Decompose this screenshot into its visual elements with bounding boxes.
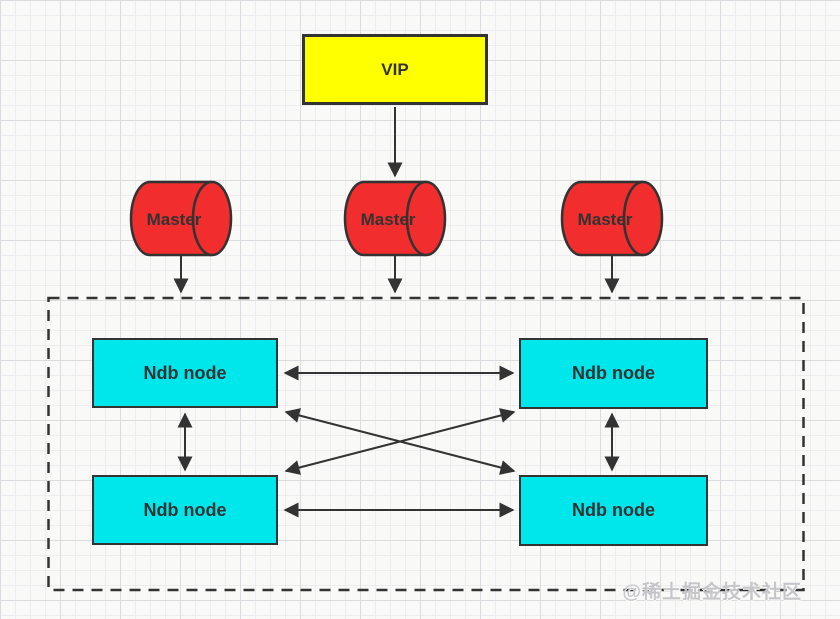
master-cylinder-left: Master — [129, 180, 233, 257]
ndb-node-top-left: Ndb node — [92, 338, 278, 408]
ndb-cluster-boundary — [47, 296, 805, 592]
ndb-node-bottom-left: Ndb node — [92, 475, 278, 545]
master-middle-label: Master — [361, 210, 416, 229]
vip-label: VIP — [381, 59, 409, 79]
watermark-text: @稀土掘金技术社区 — [622, 582, 802, 603]
master-right-label: Master — [578, 210, 633, 229]
master-left-label: Master — [147, 210, 202, 229]
ndb-node-label: Ndb node — [143, 499, 227, 520]
ndb-node-label: Ndb node — [143, 362, 227, 383]
master-cylinder-right: Master — [560, 180, 664, 257]
arrow-diagonal-bl-tr — [284, 408, 516, 475]
vip-box: VIP — [302, 34, 488, 105]
master-cylinder-middle: Master — [343, 180, 447, 257]
ndb-node-label: Ndb node — [572, 500, 655, 520]
ndb-node-bottom-right: Ndb node — [519, 475, 708, 546]
ndb-node-label: Ndb node — [572, 363, 655, 383]
ndb-node-top-right: Ndb node — [519, 338, 708, 409]
